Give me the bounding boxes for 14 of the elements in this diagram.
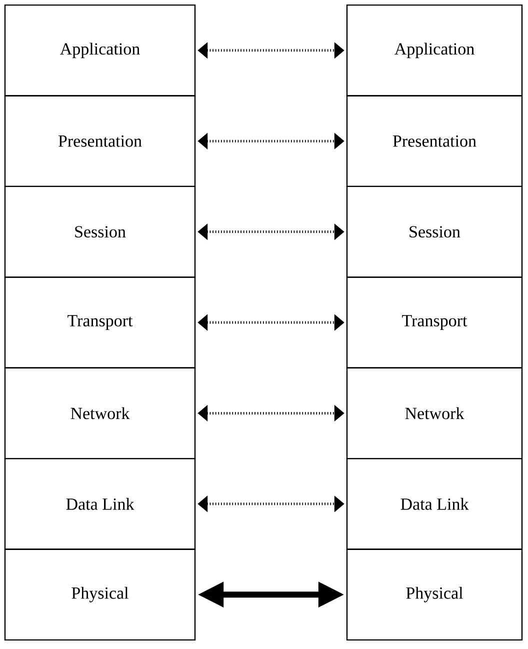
layer-box: Network [346,367,523,460]
layer-box: Data Link [4,458,196,550]
layer-box: Session [4,186,196,278]
layer-box: Presentation [4,95,196,188]
layer-box: Presentation [346,95,523,188]
layer-box: Application [4,4,196,96]
layer-box: Physical [346,548,523,641]
layer-box: Transport [346,276,523,368]
layer-box: Transport [4,276,196,368]
layer-box: Data Link [346,458,523,550]
layer-box: Physical [4,548,196,641]
layer-box: Network [4,367,196,460]
layer-box: Application [346,4,523,96]
layer-box: Session [346,186,523,278]
